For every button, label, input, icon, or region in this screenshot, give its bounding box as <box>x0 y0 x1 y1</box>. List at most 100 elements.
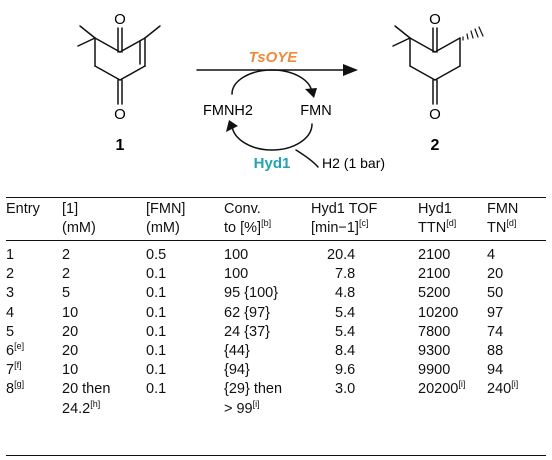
column-header: Hyd1 <box>418 201 452 217</box>
cycle-lower-arc <box>231 123 313 151</box>
compound-2-structure <box>392 25 461 105</box>
column-header: FMN <box>487 201 519 217</box>
ttn-cell: 20200[i] <box>418 379 466 398</box>
ttn-cell: 5200 <box>418 285 451 302</box>
footnote-marker: [i] <box>458 379 466 390</box>
fmn-tn-cell: 240[i] <box>487 379 519 398</box>
column-header: Conv. <box>224 201 261 217</box>
column-header: Entry <box>6 201 40 217</box>
conversion-cell: {44} <box>224 343 250 359</box>
cycle-upper-arrowhead <box>305 88 317 98</box>
compound-1-structure <box>77 25 161 105</box>
table-bottom-rule <box>6 455 546 456</box>
conversion-cell: 100 <box>224 266 249 283</box>
substrate-conc-cell: 2 <box>62 247 71 263</box>
tof-cell: 5.4 <box>335 304 356 321</box>
substrate-conc-cell: 10 <box>62 304 79 321</box>
footnote-marker: [f] <box>14 360 22 371</box>
fmn-conc-cell: 0.1 <box>146 285 167 302</box>
tof-cell: 9.6 <box>335 362 356 379</box>
entry-cell: 2 <box>6 266 15 283</box>
conversion-cell: {94} <box>224 362 250 379</box>
substrate-conc-cell: 20 <box>62 343 79 359</box>
entry-cell: 3 <box>6 285 15 302</box>
compound-1-label: 1 <box>116 137 125 154</box>
fmn-tn-cell: 94 <box>487 362 504 379</box>
conversion-cell-cont: > 99[i] <box>224 398 260 417</box>
footnote-marker: [h] <box>90 398 101 409</box>
hydrogenase-label: Hyd1 <box>254 155 291 172</box>
fmn-tn-cell: 88 <box>487 343 504 359</box>
fmn-conc-cell: 0.1 <box>146 266 167 283</box>
hashed-wedge-bond <box>462 26 484 41</box>
fmn-conc-cell: 0.1 <box>146 362 167 379</box>
h2-input-curve <box>295 149 319 168</box>
entry-cell: 7[f] <box>6 360 22 379</box>
conversion-cell: 24 {37} <box>224 323 270 340</box>
footnote-marker: [d] <box>446 218 457 228</box>
h2-pressure-label: H2 (1 bar) <box>322 155 385 171</box>
conversion-cell: 62 {97} <box>224 304 270 321</box>
fmn-tn-cell: 4 <box>487 247 496 263</box>
fmn-tn-cell: 20 <box>487 266 504 283</box>
ttn-cell: 9300 <box>418 343 451 359</box>
conversion-cell: {29} then <box>224 381 283 398</box>
ttn-cell: 2100 <box>418 247 451 263</box>
fmn-conc-cell: 0.1 <box>146 323 167 340</box>
column-header-unit: to [%][b] <box>224 218 272 237</box>
substrate-conc-cell-cont: 24.2[h] <box>62 398 101 417</box>
column-header-unit: TTN[d] <box>418 218 457 237</box>
conversion-cell: 100 <box>224 247 249 263</box>
cycle-lower-arrowhead <box>226 120 238 132</box>
ttn-cell: 10200 <box>418 304 459 321</box>
fmn-conc-cell: 0.1 <box>146 343 167 359</box>
reaction-arrowhead <box>343 64 358 76</box>
tof-cell: 7.8 <box>335 266 356 283</box>
fmn-conc-cell: 0.5 <box>146 247 167 263</box>
footnote-marker: [c] <box>358 218 369 228</box>
footnote-marker: [g] <box>14 379 25 390</box>
column-header-unit: [min−1][c] <box>311 218 369 237</box>
oxygen-label: O <box>114 106 126 123</box>
tof-cell: 8.4 <box>335 343 356 359</box>
footnote-marker: [i] <box>511 379 519 390</box>
substrate-conc-cell: 20 then <box>62 381 111 398</box>
ttn-cell: 9900 <box>418 362 451 379</box>
fmn-conc-cell: 0.1 <box>146 381 167 398</box>
ttn-cell: 7800 <box>418 323 451 340</box>
tof-cell: 3.0 <box>335 381 356 398</box>
ttn-cell: 2100 <box>418 266 451 283</box>
oxygen-label: O <box>114 11 126 28</box>
cofactor-reduced-label: FMNH2 <box>203 103 253 119</box>
cofactor-oxidized-label: FMN <box>300 103 331 119</box>
entry-cell: 6[e] <box>6 341 25 360</box>
substrate-conc-cell: 5 <box>62 285 71 302</box>
cycle-upper-arc <box>231 69 313 95</box>
column-header-unit: TN[d] <box>487 218 517 237</box>
footnote-marker: [e] <box>14 341 25 351</box>
substrate-conc-cell: 20 <box>62 323 79 340</box>
entry-cell: 1 <box>6 247 15 263</box>
footnote-marker: [b] <box>261 218 272 228</box>
column-header: [1] <box>62 201 79 217</box>
column-header-unit: (mM) <box>62 220 96 236</box>
fmn-tn-cell: 97 <box>487 304 504 321</box>
table-top-rule <box>6 197 546 198</box>
substrate-conc-cell: 2 <box>62 266 71 283</box>
column-header-unit: (mM) <box>146 220 180 236</box>
reaction-scheme: O O O O 1 2 TsOYE FMNH2 FMN Hyd1 H2 (1 b… <box>77 11 484 172</box>
enzyme-label: TsOYE <box>249 49 299 66</box>
entry-cell: 5 <box>6 323 15 340</box>
footnote-marker: [i] <box>252 398 260 409</box>
column-header: [FMN] <box>146 201 186 217</box>
tof-cell: 20.4 <box>327 247 356 263</box>
tof-cell: 5.4 <box>335 323 356 340</box>
table-header-rule <box>6 240 546 241</box>
entry-cell: 8[g] <box>6 379 25 398</box>
entry-cell: 4 <box>6 304 15 321</box>
fmn-tn-cell: 74 <box>487 323 504 340</box>
footnote-marker: [d] <box>506 218 517 228</box>
compound-2-label: 2 <box>431 137 440 154</box>
substrate-conc-cell: 10 <box>62 362 79 379</box>
oxygen-label: O <box>429 106 441 123</box>
